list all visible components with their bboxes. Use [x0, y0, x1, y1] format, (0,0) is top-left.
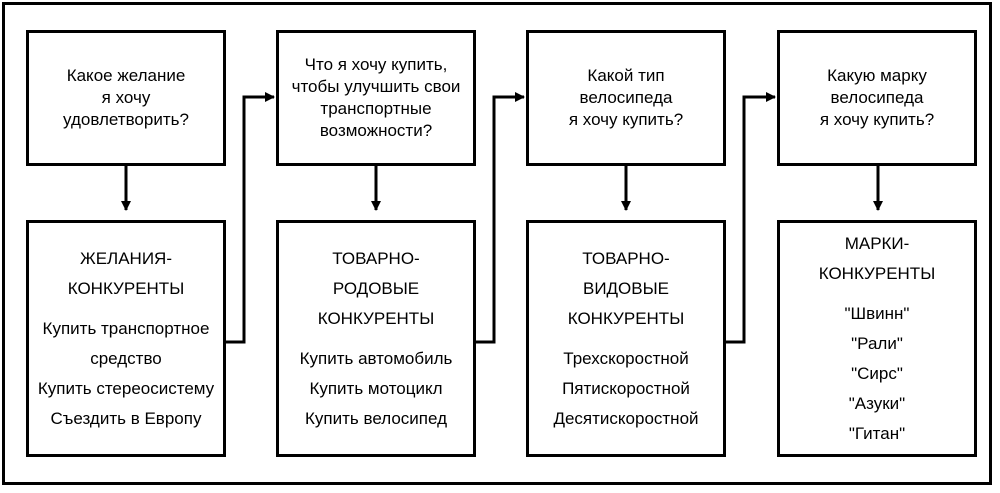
question-line: удовлетворить? [63, 110, 189, 129]
question-box-2: Что я хочу купить, чтобы улучшить свои т… [276, 30, 476, 166]
competitor-box-2: ТОВАРНО- РОДОВЫЕ КОНКУРЕНТЫ Купить автом… [276, 220, 476, 457]
competitor-title-line: КОНКУРЕНТЫ [317, 308, 435, 328]
competitor-item: Съездить в Европу [50, 408, 202, 428]
question-line: возможности? [319, 121, 433, 140]
competitor-item: Купить автомобиль [299, 348, 453, 368]
competitor-item: Купить мотоцикл [309, 378, 443, 398]
question-line: велосипеда [579, 88, 673, 107]
question-line: Какую марку [827, 66, 927, 85]
competitor-item: Купить велосипед [305, 408, 447, 428]
competitor-box-4: МАРКИ- КОНКУРЕНТЫ "Швинн" "Рали" "Сирс" … [777, 220, 977, 457]
competitor-item: "Гитан" [848, 423, 906, 443]
arrow-elbow-3 [726, 92, 776, 344]
competitor-box-1: ЖЕЛАНИЯ- КОНКУРЕНТЫ Купить транспортное … [26, 220, 226, 457]
competitor-title-line: ВИДОВЫЕ [582, 278, 670, 298]
competitor-item: "Азуки" [848, 393, 906, 413]
arrow-elbow-1 [226, 92, 275, 344]
competitor-item: Трехскоростной [563, 348, 689, 368]
question-box-3: Какой тип велосипеда я хочу купить? [526, 30, 726, 166]
competitor-item: "Сирс" [851, 363, 903, 383]
question-box-1: Какое желание я хочу удовлетворить? [26, 30, 226, 166]
question-line: велосипеда [830, 88, 924, 107]
competitor-item: "Рали" [851, 333, 903, 353]
question-line: Какой тип [587, 66, 665, 85]
question-line: я хочу купить? [568, 110, 684, 129]
diagram-frame [2, 2, 992, 485]
question-box-4: Какую марку велосипеда я хочу купить? [777, 30, 977, 166]
competitor-title-line: МАРКИ- [844, 233, 910, 253]
competitor-item: Десятискоростной [553, 408, 699, 428]
competitor-title-line: КОНКУРЕНТЫ [818, 263, 936, 283]
competitor-title-line: РОДОВЫЕ [332, 278, 420, 298]
competitor-item: "Швинн" [844, 303, 910, 323]
competitor-title-line: КОНКУРЕНТЫ [67, 278, 185, 298]
question-line: Какое желание [66, 66, 186, 85]
competitor-item: Купить стереосистему [37, 378, 215, 398]
question-line: Что я хочу купить, [304, 55, 448, 74]
question-line: я хочу купить? [819, 110, 935, 129]
question-line: я хочу [101, 88, 151, 107]
question-line: чтобы улучшить свои [291, 77, 461, 96]
competitor-title-line: ТОВАРНО- [582, 248, 670, 268]
competitor-title-line: ЖЕЛАНИЯ- [80, 248, 172, 268]
arrow-elbow-2 [476, 92, 525, 344]
competitor-item: Купить транспортное [42, 318, 210, 338]
competitor-item: Пятискоростной [562, 378, 690, 398]
competitor-item: средство [90, 348, 162, 368]
question-line: транспортные [320, 99, 432, 118]
competitor-box-3: ТОВАРНО- ВИДОВЫЕ КОНКУРЕНТЫ Трехскоростн… [526, 220, 726, 457]
competitor-title-line: ТОВАРНО- [332, 248, 420, 268]
competitor-title-line: КОНКУРЕНТЫ [567, 308, 685, 328]
